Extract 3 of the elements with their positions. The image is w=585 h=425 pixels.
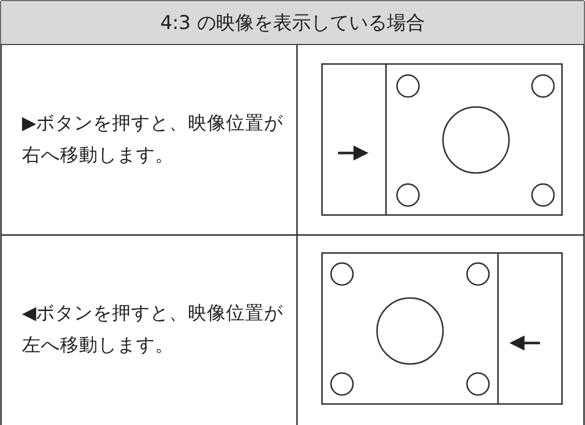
instruction-text: ▶ボタンを押すと、映像位置が右へ移動します。	[22, 112, 284, 168]
instruction-text: ◀ボタンを押すと、映像位置が左へ移動します。	[22, 302, 284, 358]
table-title: 4:3 の映像を表示している場合	[1, 1, 584, 45]
